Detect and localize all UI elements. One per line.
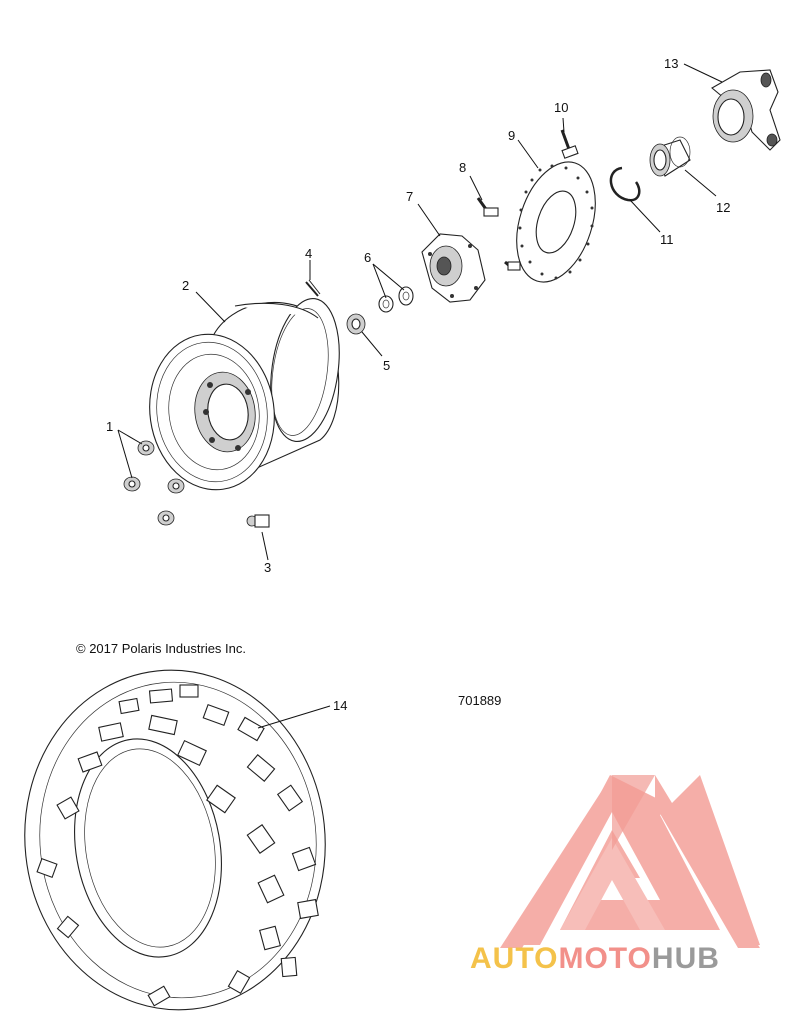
brand-moto: MOTO bbox=[558, 942, 652, 975]
callout-7: 7 bbox=[406, 189, 413, 204]
part-12-wheel-bearing bbox=[649, 136, 691, 177]
tire-tread-blocks bbox=[36, 684, 319, 1007]
part-10-brake-disc-bolt bbox=[560, 129, 579, 159]
callout-8: 8 bbox=[459, 160, 466, 175]
callout-9: 9 bbox=[508, 128, 515, 143]
part-13-bearing-carrier bbox=[711, 69, 781, 151]
callout-6: 6 bbox=[364, 250, 371, 265]
callout-14: 14 bbox=[333, 698, 347, 713]
callout-4: 4 bbox=[305, 246, 312, 261]
part-1-lug-nuts bbox=[123, 440, 185, 526]
part-9-brake-disc bbox=[516, 161, 596, 283]
callout-numbers: 1 2 3 4 5 6 7 8 9 10 11 12 13 14 bbox=[106, 56, 730, 713]
automotohub-triangle-logo bbox=[500, 775, 760, 948]
brand-hub: HUB bbox=[651, 942, 720, 975]
part-5-castle-nut bbox=[346, 313, 366, 335]
callout-12: 12 bbox=[716, 200, 730, 215]
callout-2: 2 bbox=[182, 278, 189, 293]
callout-10: 10 bbox=[554, 100, 568, 115]
part-6-washers bbox=[378, 286, 414, 313]
drawing-number: 701889 bbox=[458, 693, 502, 708]
part-4-cotter-pin bbox=[305, 279, 321, 297]
part-11-retaining-ring bbox=[609, 166, 641, 202]
part-3-valve-stem bbox=[246, 514, 270, 528]
callout-1: 1 bbox=[106, 419, 113, 434]
callout-3: 3 bbox=[264, 560, 271, 575]
automotohub-watermark-text: AUTOMOTOHUB bbox=[470, 944, 720, 974]
callout-13: 13 bbox=[664, 56, 678, 71]
callout-11: 11 bbox=[660, 232, 674, 247]
leader-lines bbox=[117, 63, 723, 729]
brand-auto: AUTO bbox=[470, 942, 559, 975]
part-14-tire bbox=[24, 669, 326, 1011]
part-7-wheel-hub bbox=[421, 233, 486, 303]
part-2-wheel-rim bbox=[149, 298, 340, 491]
copyright-notice: © 2017 Polaris Industries Inc. bbox=[76, 641, 246, 656]
callout-5: 5 bbox=[383, 358, 390, 373]
part-8-hub-bolts bbox=[476, 197, 521, 271]
